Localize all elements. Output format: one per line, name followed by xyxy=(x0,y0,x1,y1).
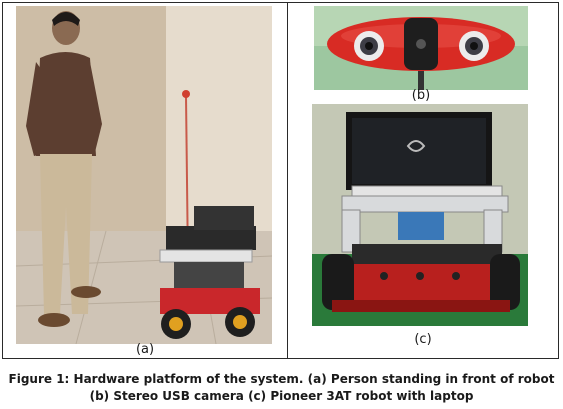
panel-a-label: (a) xyxy=(135,342,155,357)
panel-divider xyxy=(287,3,288,358)
figure-caption-line2: (b) Stereo USB camera (c) Pioneer 3AT ro… xyxy=(89,389,474,403)
photo-pioneer-robot xyxy=(312,104,528,326)
figure-caption-line1: Figure 1: Hardware platform of the syste… xyxy=(8,372,555,386)
panel-b-label: (b) xyxy=(411,88,431,103)
figure-frame xyxy=(2,2,559,359)
photo-stereo-camera xyxy=(314,6,528,90)
photo-person-robot xyxy=(16,6,272,344)
panel-c-label: (c) xyxy=(414,332,432,347)
